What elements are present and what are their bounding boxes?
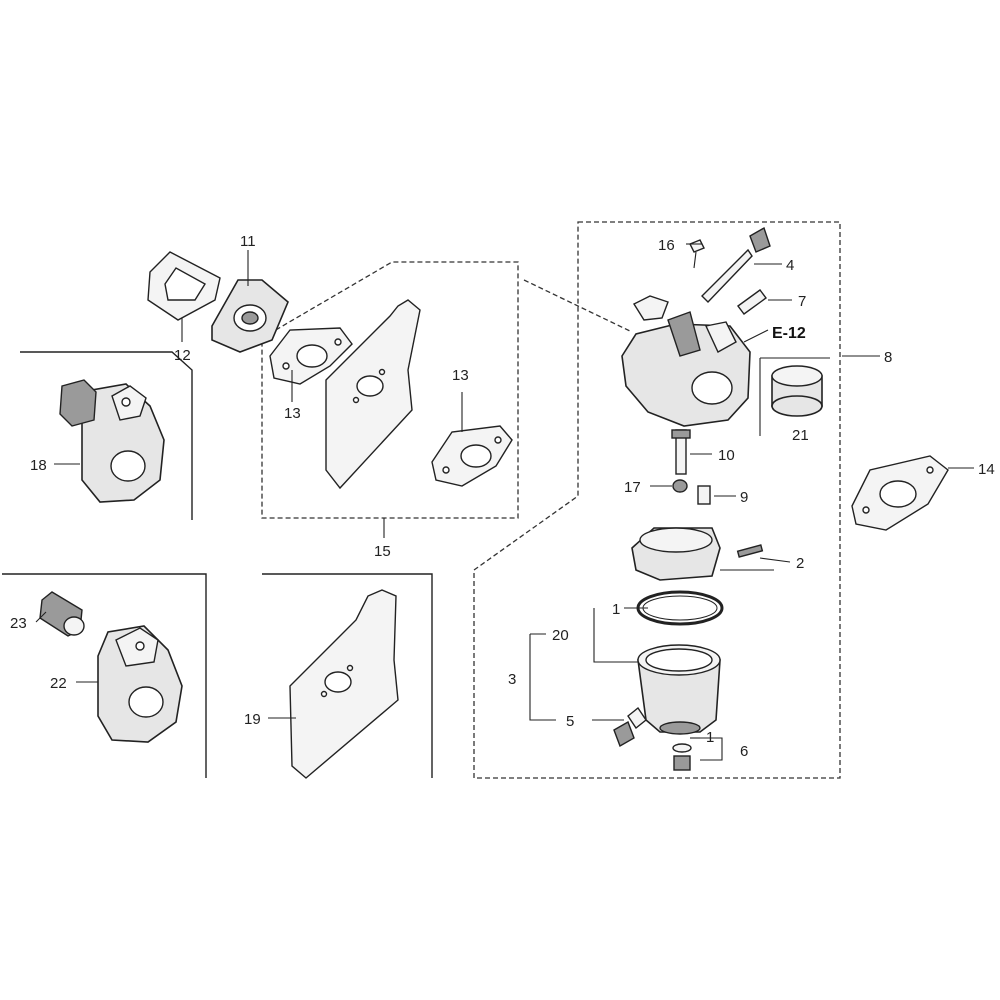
group-15-outline <box>261 261 519 519</box>
plate-15 <box>325 299 421 490</box>
screw-7 <box>737 289 767 315</box>
sensor-23 <box>39 591 85 637</box>
label-1-bottom: 1 <box>706 729 714 746</box>
gasket-14 <box>851 455 949 531</box>
fitting-9 <box>697 485 711 505</box>
label-14: 14 <box>978 461 995 478</box>
group-8-outline <box>473 221 841 779</box>
frame-22 <box>2 573 207 778</box>
jet-17 <box>672 479 688 493</box>
label-23: 23 <box>10 615 27 632</box>
insulator-11 <box>211 279 289 353</box>
gasket-13-left <box>269 327 353 385</box>
label-9: 9 <box>740 489 748 506</box>
label-4: 4 <box>786 257 794 274</box>
o-ring-1 <box>636 590 724 626</box>
frame-19 <box>262 573 433 778</box>
frame-18 <box>20 351 193 520</box>
plate-19 <box>289 589 399 779</box>
label-19: 19 <box>244 711 261 728</box>
assembly-18 <box>59 379 165 503</box>
float-2 <box>631 527 764 581</box>
label-2: 2 <box>796 555 804 572</box>
label-17: 17 <box>624 479 641 496</box>
screw-5 <box>613 706 647 748</box>
label-10: 10 <box>718 447 735 464</box>
jet-10 <box>671 429 691 475</box>
label-11: 11 <box>240 233 256 250</box>
label-1-top: 1 <box>612 601 620 618</box>
label-18: 18 <box>30 457 47 474</box>
needle-4 <box>701 226 771 304</box>
label-7: 7 <box>798 293 806 310</box>
carburetor-body <box>621 295 751 427</box>
label-16: 16 <box>658 237 675 254</box>
label-20: 20 <box>552 627 569 644</box>
label-8: 8 <box>884 349 892 366</box>
gasket-12 <box>147 251 221 321</box>
label-12: 12 <box>174 347 191 364</box>
cup-21 <box>771 365 823 417</box>
label-ref-e12: E-12 <box>772 325 806 342</box>
leader-lines <box>35 243 974 761</box>
screw-16 <box>689 239 705 269</box>
label-13-left: 13 <box>284 405 301 422</box>
assembly-22 <box>97 625 183 743</box>
label-13-right: 13 <box>452 367 469 384</box>
labels: 11 12 13 13 15 14 8 16 4 7 E-12 21 10 17… <box>10 233 995 760</box>
label-22: 22 <box>50 675 67 692</box>
float-bowl-20 <box>637 644 721 735</box>
screw-6 <box>672 743 692 771</box>
label-6: 6 <box>740 743 748 760</box>
label-5: 5 <box>566 713 574 730</box>
gasket-13-right <box>431 425 513 487</box>
label-21: 21 <box>792 427 809 444</box>
label-3: 3 <box>508 671 516 688</box>
label-15: 15 <box>374 543 391 560</box>
